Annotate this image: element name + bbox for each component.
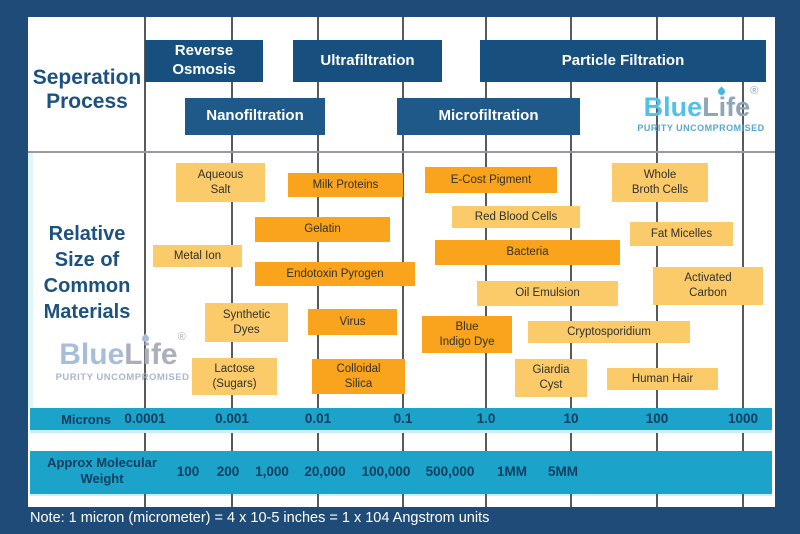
material-box: Synthetic Dyes [205,303,288,342]
grid-line [231,17,233,408]
footnote: Note: 1 micron (micrometer) = 4 x 10-5 i… [30,510,490,526]
micron-tick-label: 0.001 [215,411,249,426]
molweight-value: 1MM [497,464,527,479]
material-box: Cryptosporidium [528,321,690,343]
logo-wordmark: BlueLife® [59,331,186,371]
material-box: Lactose (Sugars) [192,358,277,395]
material-box: Milk Proteins [288,173,403,197]
material-box: Blue Indigo Dye [422,316,512,353]
axis-tick-mark [231,494,233,507]
material-box: Virus [308,309,397,335]
logo-wordmark: BlueLife® [643,85,759,122]
micron-tick-label: 1.0 [476,411,496,426]
material-box: Gelatin [255,217,390,242]
axis-tick-mark [402,433,404,451]
material-box: Aqueous Salt [176,163,265,202]
registered-mark: ® [750,85,759,97]
material-box: Endotoxin Pyrogen [255,262,415,286]
material-box: Fat Micelles [630,222,733,246]
microns-axis-band [30,408,772,433]
molweight-value: 100 [176,464,200,479]
micron-tick-label: 10 [563,411,579,426]
molweight-value: 100,000 [361,464,411,479]
molweight-axis-label: Approx Molecular Weight [47,455,157,487]
logo-tagline: PURITY UNCOMPROMISED [637,123,765,133]
material-box: E-Cost Pigment [425,167,557,193]
material-box: Activated Carbon [653,267,763,305]
material-box: Bacteria [435,240,620,265]
logo-word-life: Life® [124,331,186,371]
axis-tick-mark [742,494,744,507]
axis-tick-mark [317,494,319,507]
micron-tick-label: 1000 [727,411,759,426]
axis-tick-mark [231,433,233,451]
axis-tick-mark [570,433,572,451]
material-box: Metal Ion [153,245,242,267]
grid-line [656,17,658,408]
molweight-value: 1,000 [255,464,289,479]
axis-tick-mark [317,433,319,451]
microns-axis-label: Microns [61,412,111,427]
grid-line [144,17,146,408]
material-box: Giardia Cyst [515,359,587,397]
process-box: Ultrafiltration [293,40,442,82]
grid-line [402,17,404,408]
axis-tick-mark [144,494,146,507]
micron-tick-label: 0.01 [304,411,332,426]
molweight-value: 500,000 [425,464,475,479]
molweight-value: 5MM [548,464,578,479]
axis-tick-mark [570,494,572,507]
micron-tick-label: 100 [645,411,669,426]
left-edge-tint [28,152,33,408]
separation-process-title: Seperation Process [32,66,142,114]
molweight-axis-band [30,451,772,496]
logo-word-blue: Blue [59,338,125,371]
axis-tick-mark [402,494,404,507]
axis-tick-mark [742,433,744,451]
axis-tick-mark [656,433,658,451]
material-box: Red Blood Cells [452,206,580,228]
grid-line [317,17,319,408]
axis-tick-mark [656,494,658,507]
bluelife-logo: BlueLife® PURITY UNCOMPROMISED [630,85,772,134]
axis-tick-mark [144,433,146,451]
material-box: Human Hair [607,368,718,390]
material-box: Whole Broth Cells [612,163,708,202]
micron-tick-label: 0.0001 [124,411,166,426]
material-box: Colloidal Silica [312,359,405,394]
process-box: Reverse Osmosis [145,40,263,82]
axis-tick-mark [485,494,487,507]
process-box: Microfiltration [397,98,580,135]
relative-size-title: Relative Size of Common Materials [43,223,131,323]
molweight-value: 20,000 [304,464,346,479]
axis-tick-mark [485,433,487,451]
grid-line [742,17,744,408]
bluelife-watermark-logo: BlueLife® PURITY UNCOMPROMISED [40,331,205,384]
material-box: Oil Emulsion [477,281,618,306]
section-divider [28,151,775,153]
logo-word-life: Life® [702,85,759,122]
registered-mark: ® [177,331,186,343]
logo-word-blue: Blue [643,92,703,122]
logo-tagline: PURITY UNCOMPROMISED [55,372,190,383]
molweight-value: 200 [216,464,240,479]
process-box: Nanofiltration [185,98,325,135]
process-box: Particle Filtration [480,40,766,82]
micron-tick-label: 0.1 [393,411,413,426]
